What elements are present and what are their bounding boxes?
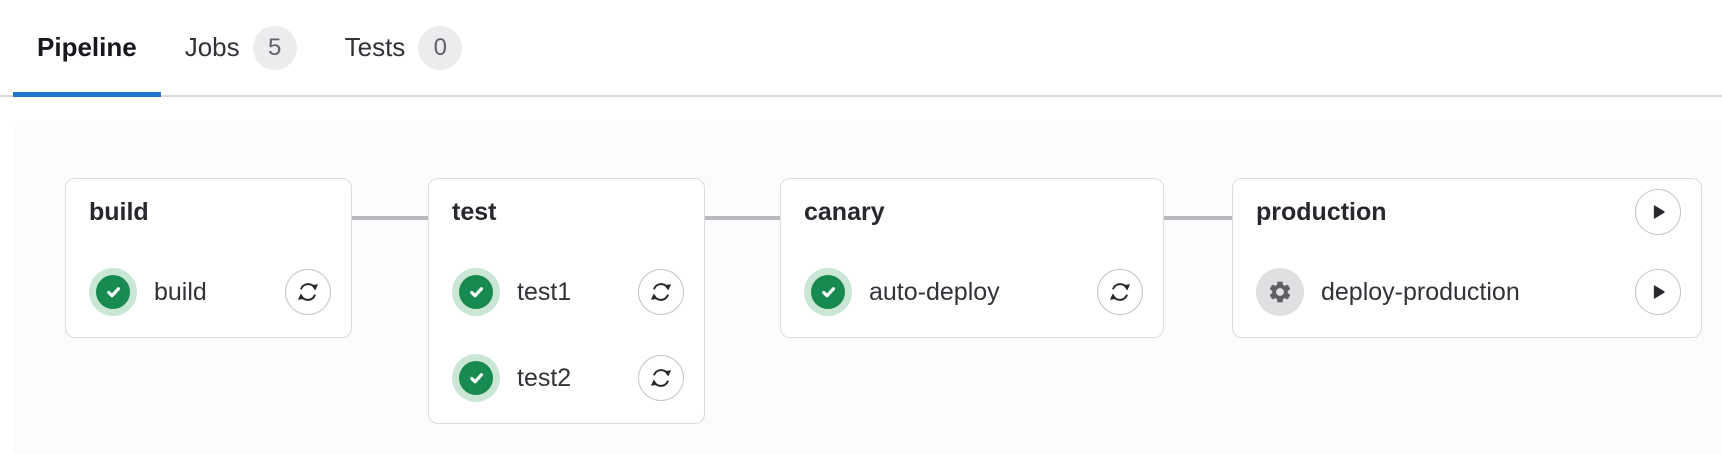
tab-tests-label: Tests [344, 32, 406, 62]
stage-connector [352, 216, 428, 220]
status-manual-gear-icon [1256, 268, 1304, 316]
stage-production: production deploy-production [1232, 178, 1702, 338]
status-success-check-circle-icon [452, 354, 500, 402]
stage-build: build build [65, 178, 352, 338]
status-success-check-circle-icon [452, 268, 500, 316]
tests-count-badge: 0 [418, 25, 463, 70]
tab-pipeline-label: Pipeline [37, 32, 137, 62]
retry-icon [649, 283, 673, 301]
retry-icon [649, 369, 673, 387]
job-name: deploy-production [1321, 277, 1520, 306]
retry-icon [296, 283, 320, 301]
stage-jobs-list: build [89, 268, 331, 316]
stage-title: build [89, 198, 149, 226]
job-auto-deploy[interactable]: auto-deploy [804, 268, 1143, 316]
stage-jobs-list: test1 test2 [452, 268, 684, 402]
retry-job-button[interactable] [1097, 269, 1143, 315]
stage-jobs-list: auto-deploy [804, 268, 1143, 316]
play-job-button[interactable] [1635, 269, 1681, 315]
status-success-check-circle-icon [804, 268, 852, 316]
stage-connector [705, 216, 780, 220]
stage-title: canary [804, 198, 885, 226]
play-icon [1653, 285, 1665, 299]
retry-job-button[interactable] [638, 355, 684, 401]
job-deploy-production[interactable]: deploy-production [1256, 268, 1681, 316]
tab-jobs[interactable]: Jobs 5 [161, 0, 321, 95]
stage-canary: canary auto-deploy [780, 178, 1164, 338]
job-name: build [154, 277, 207, 306]
status-success-check-circle-icon [89, 268, 137, 316]
job-name: auto-deploy [869, 277, 1000, 306]
job-build[interactable]: build [89, 268, 331, 316]
retry-job-button[interactable] [285, 269, 331, 315]
run-all-manual-jobs-button[interactable] [1635, 189, 1681, 235]
tab-jobs-label: Jobs [184, 32, 240, 62]
pipeline-graph-panel: build build test [14, 120, 1722, 454]
tab-pipeline[interactable]: Pipeline [13, 0, 161, 97]
tab-tests[interactable]: Tests 0 [321, 0, 487, 95]
stage-connector [1164, 216, 1232, 220]
job-test1[interactable]: test1 [452, 268, 684, 316]
retry-job-button[interactable] [638, 269, 684, 315]
jobs-count-badge: 5 [252, 25, 297, 70]
stage-jobs-list: deploy-production [1256, 268, 1681, 316]
play-icon [1653, 205, 1665, 219]
job-name: test1 [517, 277, 572, 306]
pipeline-tabbar: Pipeline Jobs 5 Tests 0 [0, 0, 1722, 97]
job-test2[interactable]: test2 [452, 354, 684, 402]
job-name: test2 [517, 363, 572, 392]
stage-test: test test1 test2 [428, 178, 705, 424]
stage-title: production [1256, 198, 1387, 226]
retry-icon [1108, 283, 1132, 301]
stage-title: test [452, 198, 497, 226]
